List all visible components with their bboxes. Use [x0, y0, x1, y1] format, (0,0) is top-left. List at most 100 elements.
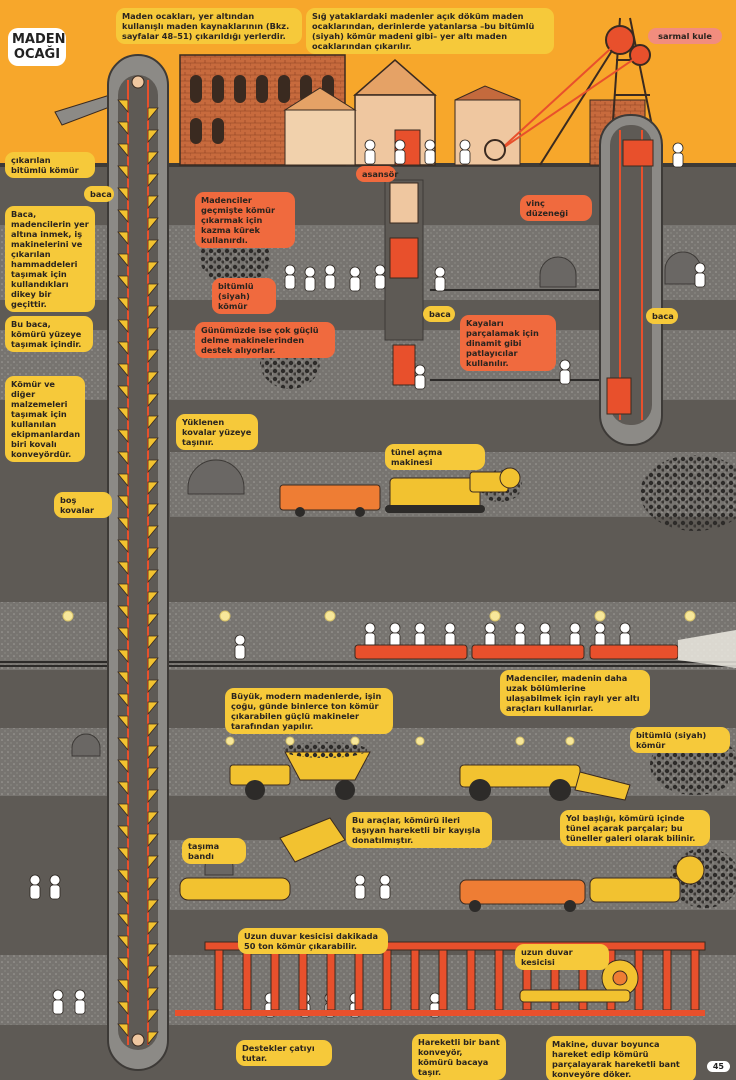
bucket — [147, 459, 159, 474]
miner-head — [444, 622, 456, 634]
miner-head — [52, 989, 64, 1001]
label-bitumlu-2: bitümlü (siyah) kömür — [630, 727, 730, 753]
miner-body — [394, 149, 406, 165]
bucket — [147, 151, 159, 166]
bucket — [117, 803, 129, 818]
bucket — [147, 393, 159, 408]
tunnel-lights — [62, 610, 696, 746]
roof-support — [438, 949, 448, 1011]
roof-support — [382, 949, 392, 1011]
bucket — [117, 847, 129, 862]
bucket — [117, 561, 129, 576]
bucket — [147, 327, 159, 342]
bucket — [117, 495, 129, 510]
label-baca-1: baca — [84, 186, 114, 202]
label-destekler: Destekler çatıyı tutar. — [236, 1040, 332, 1066]
label-bu-araclar: Bu araçlar, kömürü ileri taşıyan hareket… — [346, 812, 492, 848]
bucket — [117, 143, 129, 158]
miner-head — [424, 139, 436, 151]
roof-support — [410, 949, 420, 1011]
bucket — [147, 965, 159, 980]
label-tunel-makinesi: tünel açma makinesi — [385, 444, 485, 470]
miner-head — [364, 139, 376, 151]
miner-body — [349, 276, 361, 292]
miner-head — [304, 266, 316, 278]
bucket — [147, 283, 159, 298]
miner-head — [324, 264, 336, 276]
bucket — [147, 811, 159, 826]
miner-head — [514, 622, 526, 634]
bucket — [147, 415, 159, 430]
miner-body — [434, 276, 446, 292]
miner-body — [672, 152, 684, 168]
bucket — [147, 349, 159, 364]
bucket — [117, 451, 129, 466]
label-yuklenen: Yüklenen kovalar yüzeye taşınır. — [176, 414, 258, 450]
roof-support — [662, 949, 672, 1011]
label-tasima-bandi: taşıma bandı — [182, 838, 246, 864]
bucket — [147, 921, 159, 936]
label-kayalari: Kayaları parçalamak için dinamit gibi pa… — [460, 315, 556, 371]
label-asansor: asansör — [356, 166, 398, 182]
miner-body — [379, 884, 391, 900]
miner-head — [672, 142, 684, 154]
miner-head — [559, 359, 571, 371]
label-bos-kovalar: boş kovalar — [54, 492, 112, 518]
miner-body — [74, 999, 86, 1015]
bucket — [147, 987, 159, 1002]
miner-head — [414, 364, 426, 376]
bucket — [147, 107, 159, 122]
bucket — [117, 627, 129, 642]
bucket — [147, 855, 159, 870]
miner-head — [414, 622, 426, 634]
miner-head — [29, 874, 41, 886]
label-madenciler-uzak: Madenciler, madenin daha uzak bölümlerin… — [500, 670, 650, 716]
label-baca-2: baca — [423, 306, 455, 322]
bucket — [117, 891, 129, 906]
bucket — [147, 657, 159, 672]
bucket — [147, 129, 159, 144]
longwall-shearer-icon — [519, 959, 639, 1003]
bucket — [147, 679, 159, 694]
bucket — [147, 833, 159, 848]
roof-support — [214, 949, 224, 1011]
bucket — [147, 789, 159, 804]
roof-support — [466, 949, 476, 1011]
bucket — [117, 649, 129, 664]
miner-head — [484, 622, 496, 634]
miner-head — [569, 622, 581, 634]
roof-support — [690, 949, 700, 1011]
bucket — [117, 1023, 129, 1038]
miner-head — [434, 266, 446, 278]
bucket — [147, 305, 159, 320]
roof-support — [494, 949, 504, 1011]
bucket — [117, 341, 129, 356]
bucket — [117, 759, 129, 774]
train-icon — [354, 630, 736, 668]
bucket — [147, 613, 159, 628]
miner-body — [559, 369, 571, 385]
label-gunumuzde: Günümüzde ise çok güçlü delme makineleri… — [195, 322, 335, 358]
bucket — [117, 517, 129, 532]
miner-head — [379, 874, 391, 886]
page-title: MADEN OCAĞI — [8, 28, 66, 66]
miner-head — [234, 634, 246, 646]
label-baca-3: baca — [646, 308, 678, 324]
label-uzun-duvar-50: Uzun duvar kesicisi dakikada 50 ton kömü… — [238, 928, 388, 954]
bucket — [117, 121, 129, 136]
miner-body — [414, 374, 426, 390]
miner-head — [389, 622, 401, 634]
bucket — [117, 825, 129, 840]
bucket — [117, 275, 129, 290]
label-komur-diger: Kömür ve diğer malzemeleri taşımak için … — [5, 376, 85, 462]
bucket — [147, 437, 159, 452]
miner-head — [539, 622, 551, 634]
bucket — [147, 525, 159, 540]
bucket — [117, 693, 129, 708]
tunnel-boring-machine-icon — [279, 467, 521, 517]
bucket — [147, 173, 159, 188]
bucket — [147, 371, 159, 386]
bucket — [117, 715, 129, 730]
roof-support — [326, 949, 336, 1011]
roof-support — [242, 949, 252, 1011]
